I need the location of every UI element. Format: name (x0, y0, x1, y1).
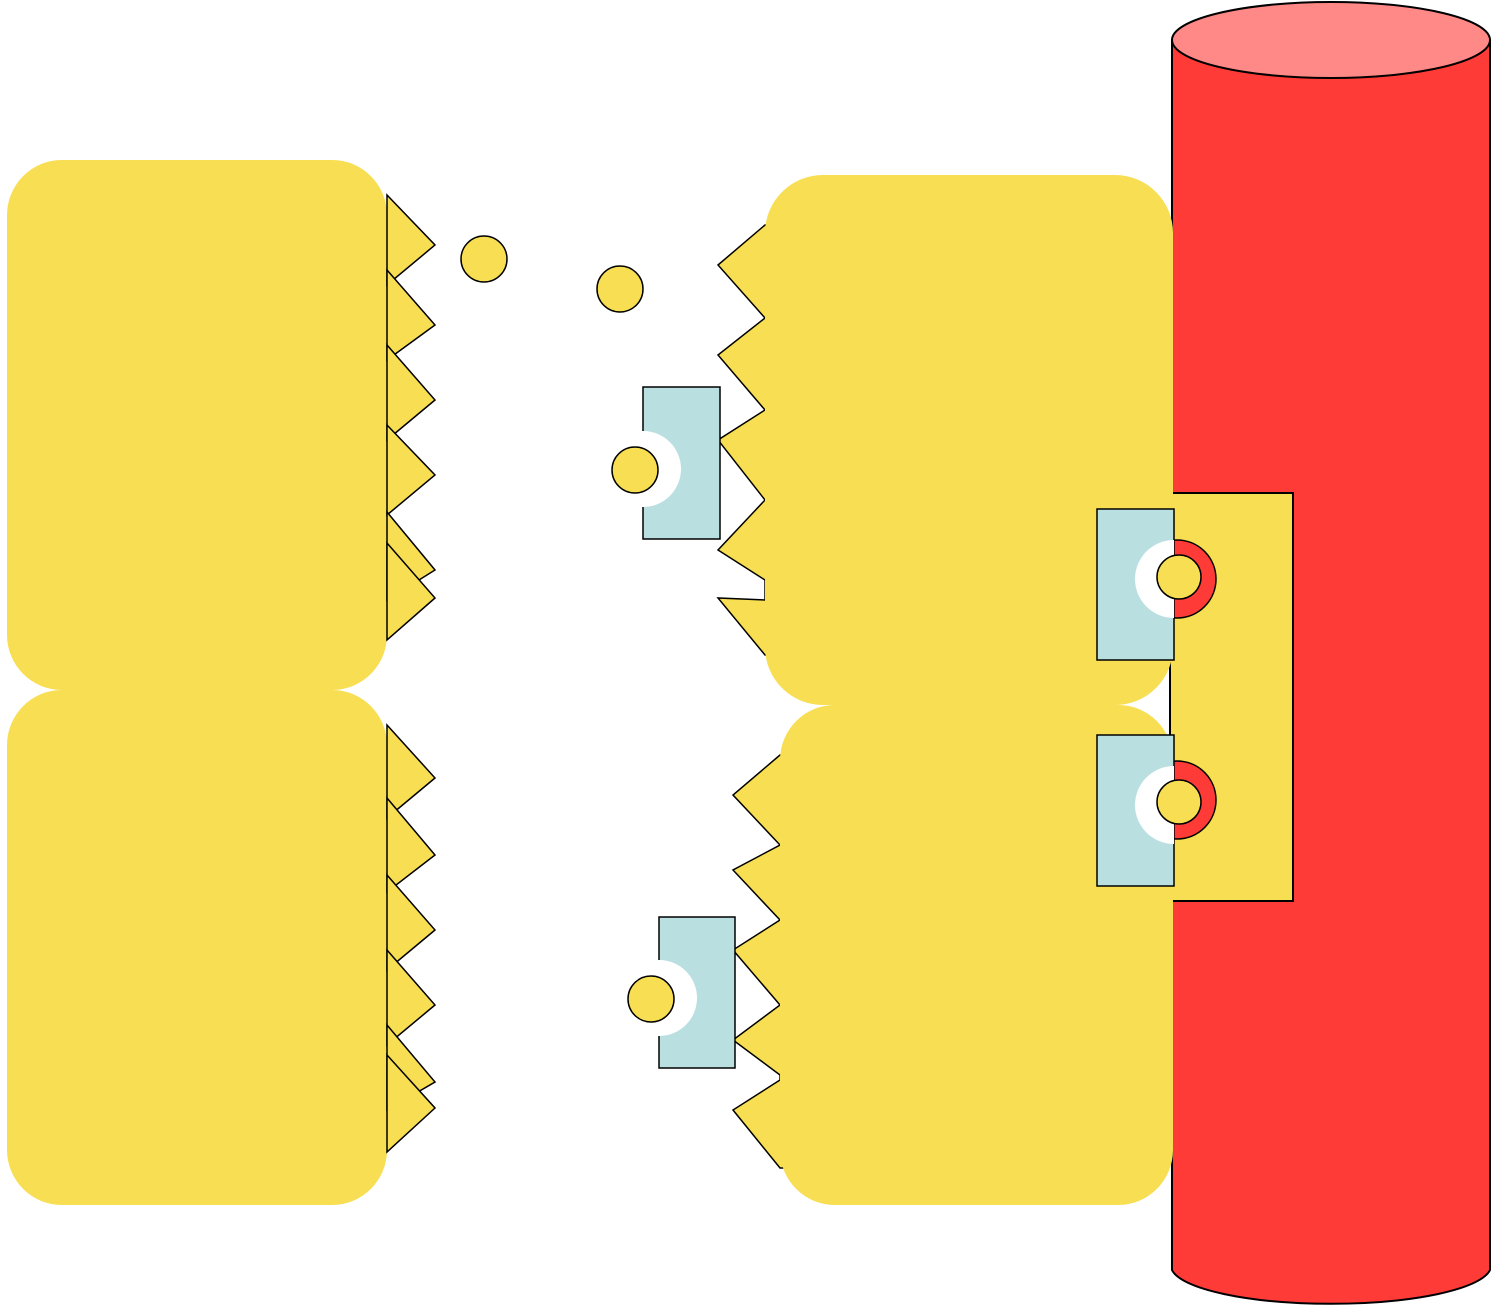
cell-upper-left (7, 160, 437, 690)
cell-body (7, 690, 387, 1205)
ligand-free-2 (596, 265, 644, 313)
receptor-with-ligand-lower (627, 916, 736, 1069)
cell-lower-right (731, 705, 1173, 1205)
cell-body (7, 160, 387, 690)
receptor-with-ligand-upper (611, 386, 721, 540)
vessel-top (1171, 1, 1491, 79)
ligand-bound (1156, 554, 1202, 600)
ligand-free-1 (460, 235, 508, 283)
vessel-receptor-lower (1096, 734, 1217, 887)
receptor-cutout (643, 431, 681, 507)
cell-teeth (386, 723, 437, 1154)
cell-lower-left (7, 690, 437, 1205)
ligand-bound (1156, 779, 1202, 825)
ligand-bound (627, 975, 675, 1023)
cell-body (780, 705, 1173, 1205)
vessel-body (1171, 39, 1491, 1305)
vessel-receptor-upper (1096, 508, 1217, 661)
ligand-bound (611, 446, 659, 494)
cell-body (765, 175, 1173, 705)
blood-vessel (1171, 1, 1491, 1305)
receptor-cutout (659, 960, 697, 1036)
cell-upper-right (716, 175, 1173, 705)
receptor-cutout (1135, 540, 1174, 618)
cell-teeth (386, 193, 437, 642)
